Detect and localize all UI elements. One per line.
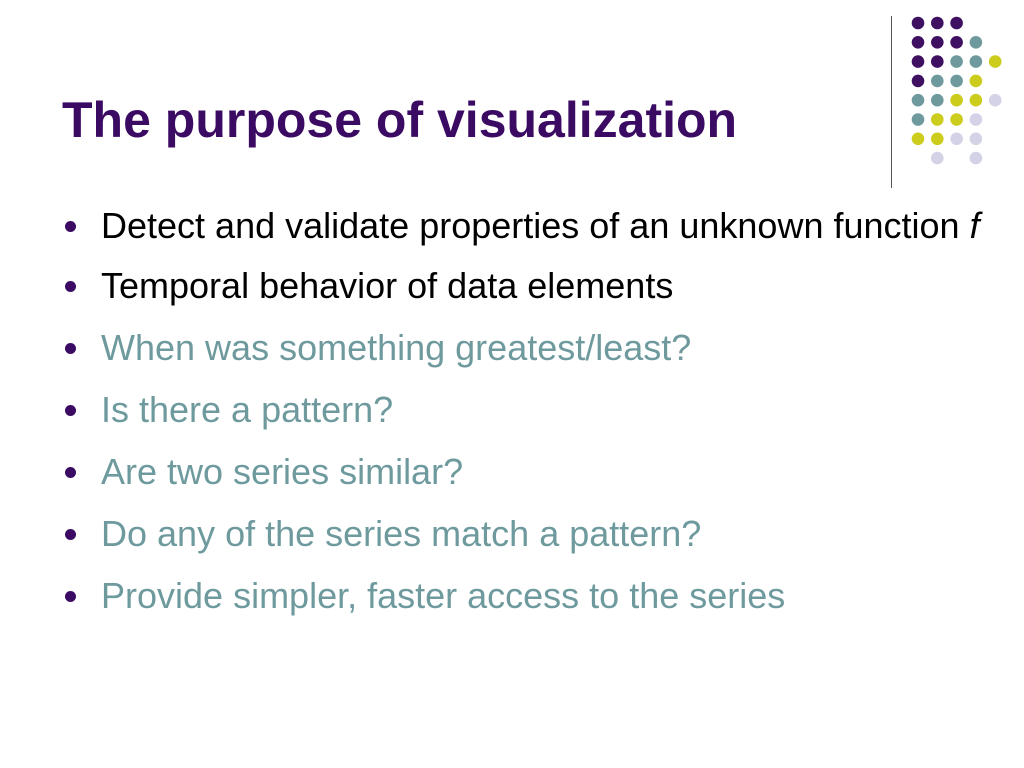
decorative-dot — [931, 132, 944, 146]
bullet-text: Do any of the series match a pattern? — [101, 513, 702, 554]
bullet-icon — [65, 405, 76, 416]
bullet-text: Are two series similar? — [101, 451, 464, 492]
decorative-dot — [931, 113, 944, 126]
decorative-dot — [911, 74, 925, 88]
decorative-dot — [950, 93, 963, 107]
bullet-icon — [65, 281, 76, 292]
decorative-dot — [988, 93, 1002, 107]
decorative-dot — [988, 55, 1002, 68]
decorative-dot — [950, 132, 963, 146]
bullet-text: Detect and validate properties of an unk… — [101, 205, 970, 246]
decorative-dot — [931, 74, 944, 88]
decorative-dot — [931, 151, 944, 165]
decorative-dot — [950, 113, 963, 126]
decorative-dot — [931, 55, 944, 68]
bullet-text: Provide simpler, faster access to the se… — [101, 575, 786, 616]
decorative-dot — [911, 55, 925, 68]
decorative-dot — [911, 93, 925, 107]
bullet-text: Is there a pattern? — [101, 389, 394, 430]
bullet-item: Provide simpler, faster access to the se… — [62, 570, 1002, 622]
decorative-dot — [911, 132, 925, 146]
slide-title: The purpose of visualization — [62, 92, 738, 148]
decorative-dot — [911, 36, 925, 49]
bullet-item: Detect and validate properties of an unk… — [62, 200, 1002, 252]
decorative-dot — [911, 16, 925, 30]
bullet-item: Temporal behavior of data elements — [62, 260, 1002, 312]
bullet-icon — [65, 467, 76, 478]
bullet-icon — [65, 343, 76, 354]
bullet-text: Temporal behavior of data elements — [101, 265, 674, 306]
bullet-item: Is there a pattern? — [62, 384, 1002, 436]
decorative-dot — [950, 36, 963, 49]
title-divider — [891, 16, 892, 188]
bullet-list: Detect and validate properties of an unk… — [62, 200, 1002, 632]
decorative-dot — [950, 16, 963, 30]
decorative-dot — [969, 74, 983, 88]
bullet-icon — [65, 529, 76, 540]
bullet-item: Are two series similar? — [62, 446, 1002, 498]
decorative-dot — [969, 36, 983, 49]
decorative-dot — [969, 132, 983, 146]
decorative-dot — [931, 16, 944, 30]
decorative-dot — [969, 113, 983, 126]
bullet-item: When was something greatest/least? — [62, 322, 1002, 374]
decorative-dot — [931, 93, 944, 107]
decorative-dot — [969, 93, 983, 107]
decorative-dot — [969, 55, 983, 68]
decorative-dot — [950, 74, 963, 88]
bullet-text: When was something greatest/least? — [101, 327, 692, 368]
decorative-dot — [969, 151, 983, 165]
decorative-dot — [911, 113, 925, 126]
decorative-dot — [950, 55, 963, 68]
function-variable: f — [969, 205, 980, 246]
bullet-icon — [65, 221, 76, 232]
bullet-icon — [65, 591, 76, 602]
decorative-dot — [931, 36, 944, 49]
bullet-item: Do any of the series match a pattern? — [62, 508, 1002, 560]
